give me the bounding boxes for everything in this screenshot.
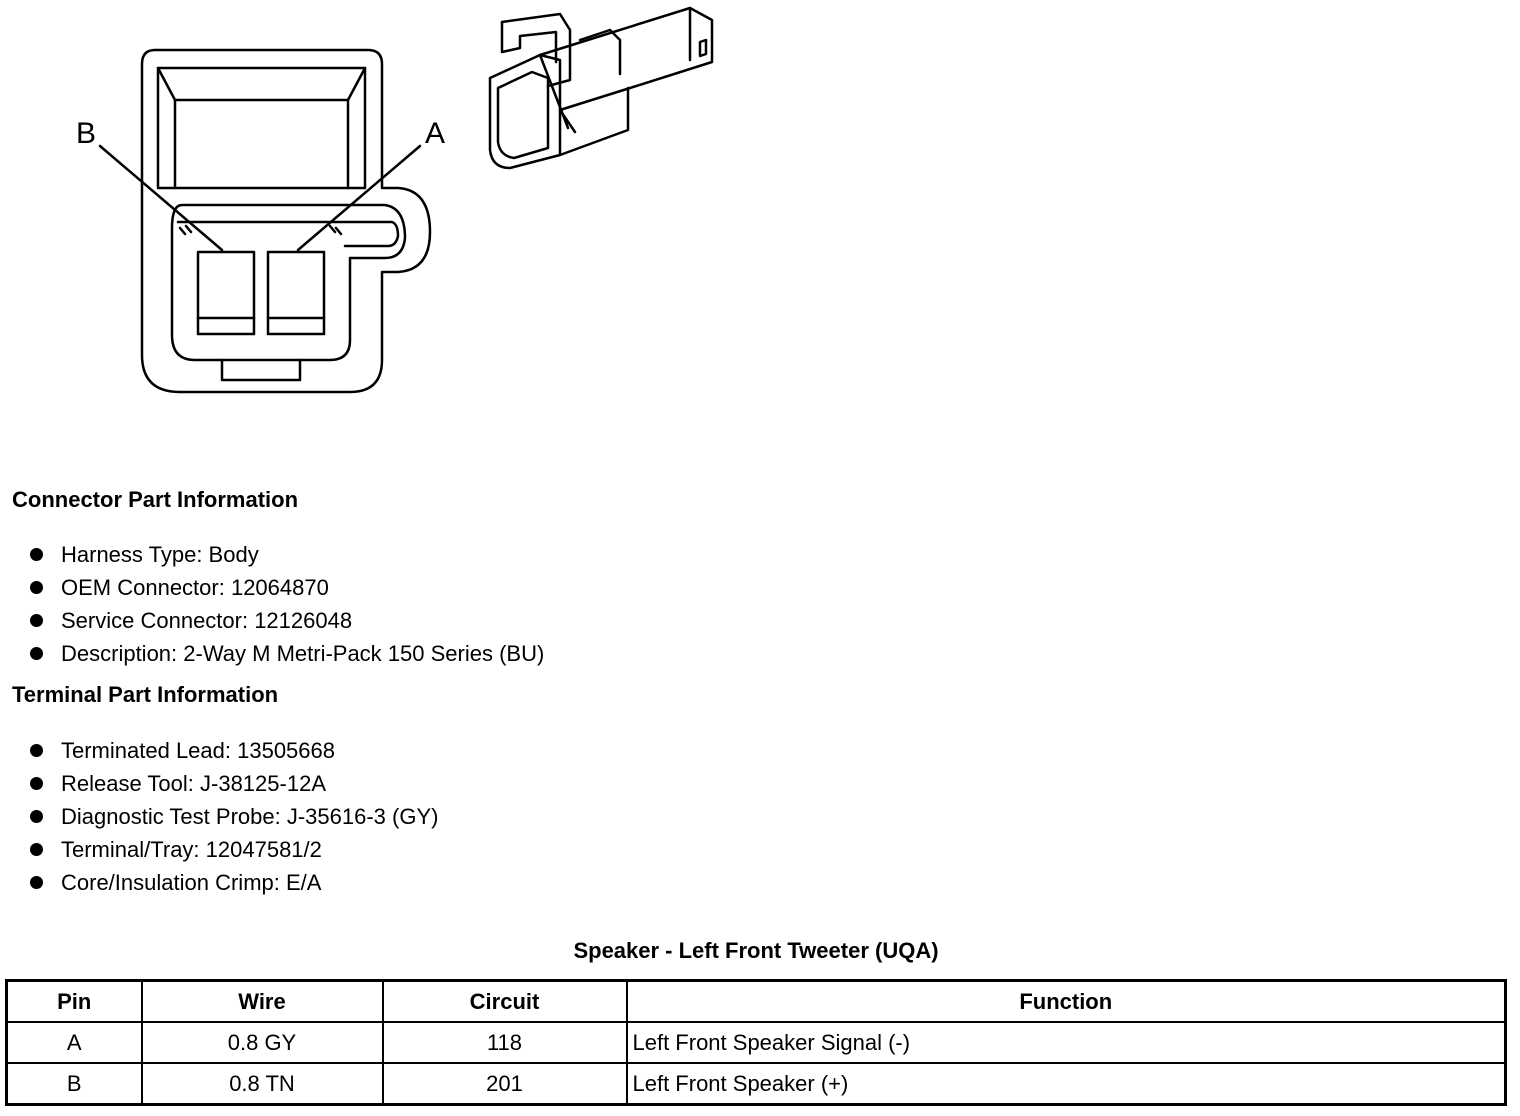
column-header-wire: Wire xyxy=(140,979,384,1023)
connector-iso-view xyxy=(488,6,714,170)
table-row: B 0.8 TN 201 Left Front Speaker (+) xyxy=(5,1062,1507,1106)
terminal-info-list: Terminated Lead: 13505668 Release Tool: … xyxy=(28,734,438,899)
list-item: OEM Connector: 12064870 xyxy=(28,571,544,604)
connector-latch xyxy=(156,66,367,190)
pin-label-b: B xyxy=(76,117,96,150)
bullet-icon xyxy=(30,581,43,594)
connector-cavity xyxy=(170,203,407,362)
connector-diagram: B A xyxy=(76,6,714,394)
cell-circuit: 118 xyxy=(381,1021,628,1064)
column-header-pin: Pin xyxy=(5,979,143,1023)
leader-line-b xyxy=(98,144,224,252)
list-item: Harness Type: Body xyxy=(28,538,544,571)
cell-pin: B xyxy=(5,1062,143,1106)
cell-function: Left Front Speaker Signal (-) xyxy=(625,1021,1507,1064)
bullet-icon xyxy=(30,777,43,790)
leader-line-a xyxy=(296,144,422,252)
bullet-icon xyxy=(30,810,43,823)
connector-info-list: Harness Type: Body OEM Connector: 120648… xyxy=(28,538,544,670)
connector-outer-body xyxy=(140,48,432,394)
list-item: Core/Insulation Crimp: E/A xyxy=(28,866,438,899)
list-item: Diagnostic Test Probe: J-35616-3 (GY) xyxy=(28,800,438,833)
pin-label-a: A xyxy=(425,117,445,150)
table-row: A 0.8 GY 118 Left Front Speaker Signal (… xyxy=(5,1021,1507,1064)
cell-pin: A xyxy=(5,1021,143,1064)
terminal-a xyxy=(266,250,326,336)
column-header-function: Function xyxy=(625,979,1507,1023)
cell-circuit: 201 xyxy=(381,1062,628,1106)
terminal-b xyxy=(196,250,256,336)
bullet-icon xyxy=(30,548,43,561)
list-item: Service Connector: 12126048 xyxy=(28,604,544,637)
list-item: Terminal/Tray: 12047581/2 xyxy=(28,833,438,866)
cell-wire: 0.8 TN xyxy=(140,1062,384,1106)
list-item: Release Tool: J-38125-12A xyxy=(28,767,438,800)
cell-function: Left Front Speaker (+) xyxy=(625,1062,1507,1106)
bullet-icon xyxy=(30,647,43,660)
list-item: Terminated Lead: 13505668 xyxy=(28,734,438,767)
bullet-icon xyxy=(30,614,43,627)
bullet-icon xyxy=(30,843,43,856)
list-item: Description: 2-Way M Metri-Pack 150 Seri… xyxy=(28,637,544,670)
table-header-row: Pin Wire Circuit Function xyxy=(5,979,1507,1023)
connector-info-heading: Connector Part Information xyxy=(12,487,299,512)
terminal-info-heading: Terminal Part Information xyxy=(12,682,279,707)
bullet-icon xyxy=(30,744,43,757)
cell-wire: 0.8 GY xyxy=(140,1021,384,1064)
pin-table: Pin Wire Circuit Function A 0.8 GY 118 L… xyxy=(5,979,1507,1106)
table-title: Speaker - Left Front Tweeter (UQA) xyxy=(573,938,939,963)
bullet-icon xyxy=(30,876,43,889)
column-header-circuit: Circuit xyxy=(381,979,628,1023)
